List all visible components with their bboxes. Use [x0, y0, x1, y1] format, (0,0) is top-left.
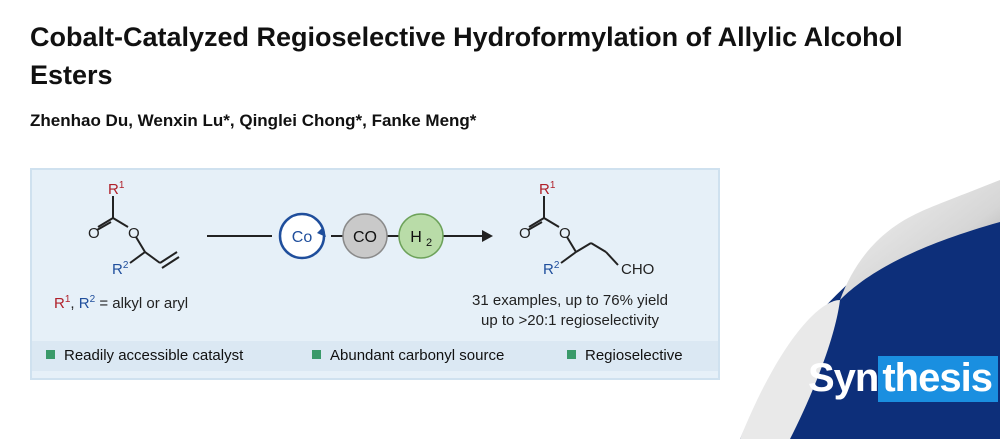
substrate-r1-label: R1 [108, 180, 125, 198]
substrate-bond-o-ch [135, 236, 146, 253]
substrate-bond-vinyl [159, 251, 178, 264]
feature-item: Readily accessible catalyst [46, 347, 243, 364]
result-selectivity: up to >20:1 regioselectivity [481, 312, 660, 329]
substituent-definition: R1, R2 = alkyl or aryl [54, 294, 188, 312]
author-list: Zhenhao Du, Wenxin Lu*, Qinglei Chong*, … [30, 111, 477, 130]
feature-item: Abundant carbonyl source [312, 347, 504, 364]
product-ester-o: O [559, 225, 571, 242]
product-r1-label: R1 [539, 180, 556, 198]
product-r2-label: R2 [543, 260, 560, 278]
co-gas-label: CO [353, 229, 377, 246]
substrate-r2-label: R2 [112, 260, 129, 278]
bullet-square-icon [567, 350, 576, 359]
substrate-bond-co-double [96, 221, 112, 231]
page-curl-shadow [840, 180, 1000, 300]
substrate-bond-co [97, 217, 114, 228]
substrate-bond-vinyl-double [161, 256, 180, 269]
bullet-square-icon [312, 350, 321, 359]
substrate-bond-ch-vinyl [144, 251, 161, 264]
product-bond-ch-r2 [560, 251, 577, 264]
product-bond-chain1 [575, 242, 592, 253]
paper-title: Cobalt-Catalyzed Regioselective Hydrofor… [30, 22, 903, 90]
arrow-head [482, 230, 493, 242]
product-bond-co [528, 217, 545, 228]
co-gas-bubble [342, 213, 388, 259]
catalyst-label: Co [292, 229, 313, 246]
product-carbonyl-o: O [519, 225, 531, 242]
h2-gas-bubble [398, 213, 444, 259]
page-curl-fold [740, 300, 840, 439]
result-yield: 31 examples, up to 76% yield [472, 292, 668, 309]
product-bond-o-ch [566, 236, 577, 253]
feature-bar: Readily accessible catalyst Abundant car… [32, 341, 718, 371]
substrate-bond-co-ester [112, 217, 129, 228]
product-bond-co-ester [543, 217, 560, 228]
product-bond-chain3 [605, 251, 619, 266]
substrate-bond-ch-r2 [129, 251, 146, 264]
substrate-ester-o: O [128, 225, 140, 242]
graphical-abstract: Co CO H 2 R1 O O R2 R1, R2 = alkyl or ar… [30, 168, 720, 380]
product-bond-chain2 [590, 242, 607, 253]
substrate-carbonyl-o: O [88, 225, 100, 242]
product-bond-co-double [527, 221, 543, 231]
feature-item: Regioselective [567, 347, 683, 364]
catalyst-cycle-arrow [317, 227, 326, 237]
bullet-square-icon [46, 350, 55, 359]
h2-gas-subscript: 2 [426, 237, 432, 249]
h2-gas-label: H [410, 229, 422, 246]
product-aldehyde-label: CHO [621, 261, 654, 278]
reaction-scheme: Co CO H 2 R1 O O R2 R1, R2 = alkyl or ar… [54, 180, 668, 329]
